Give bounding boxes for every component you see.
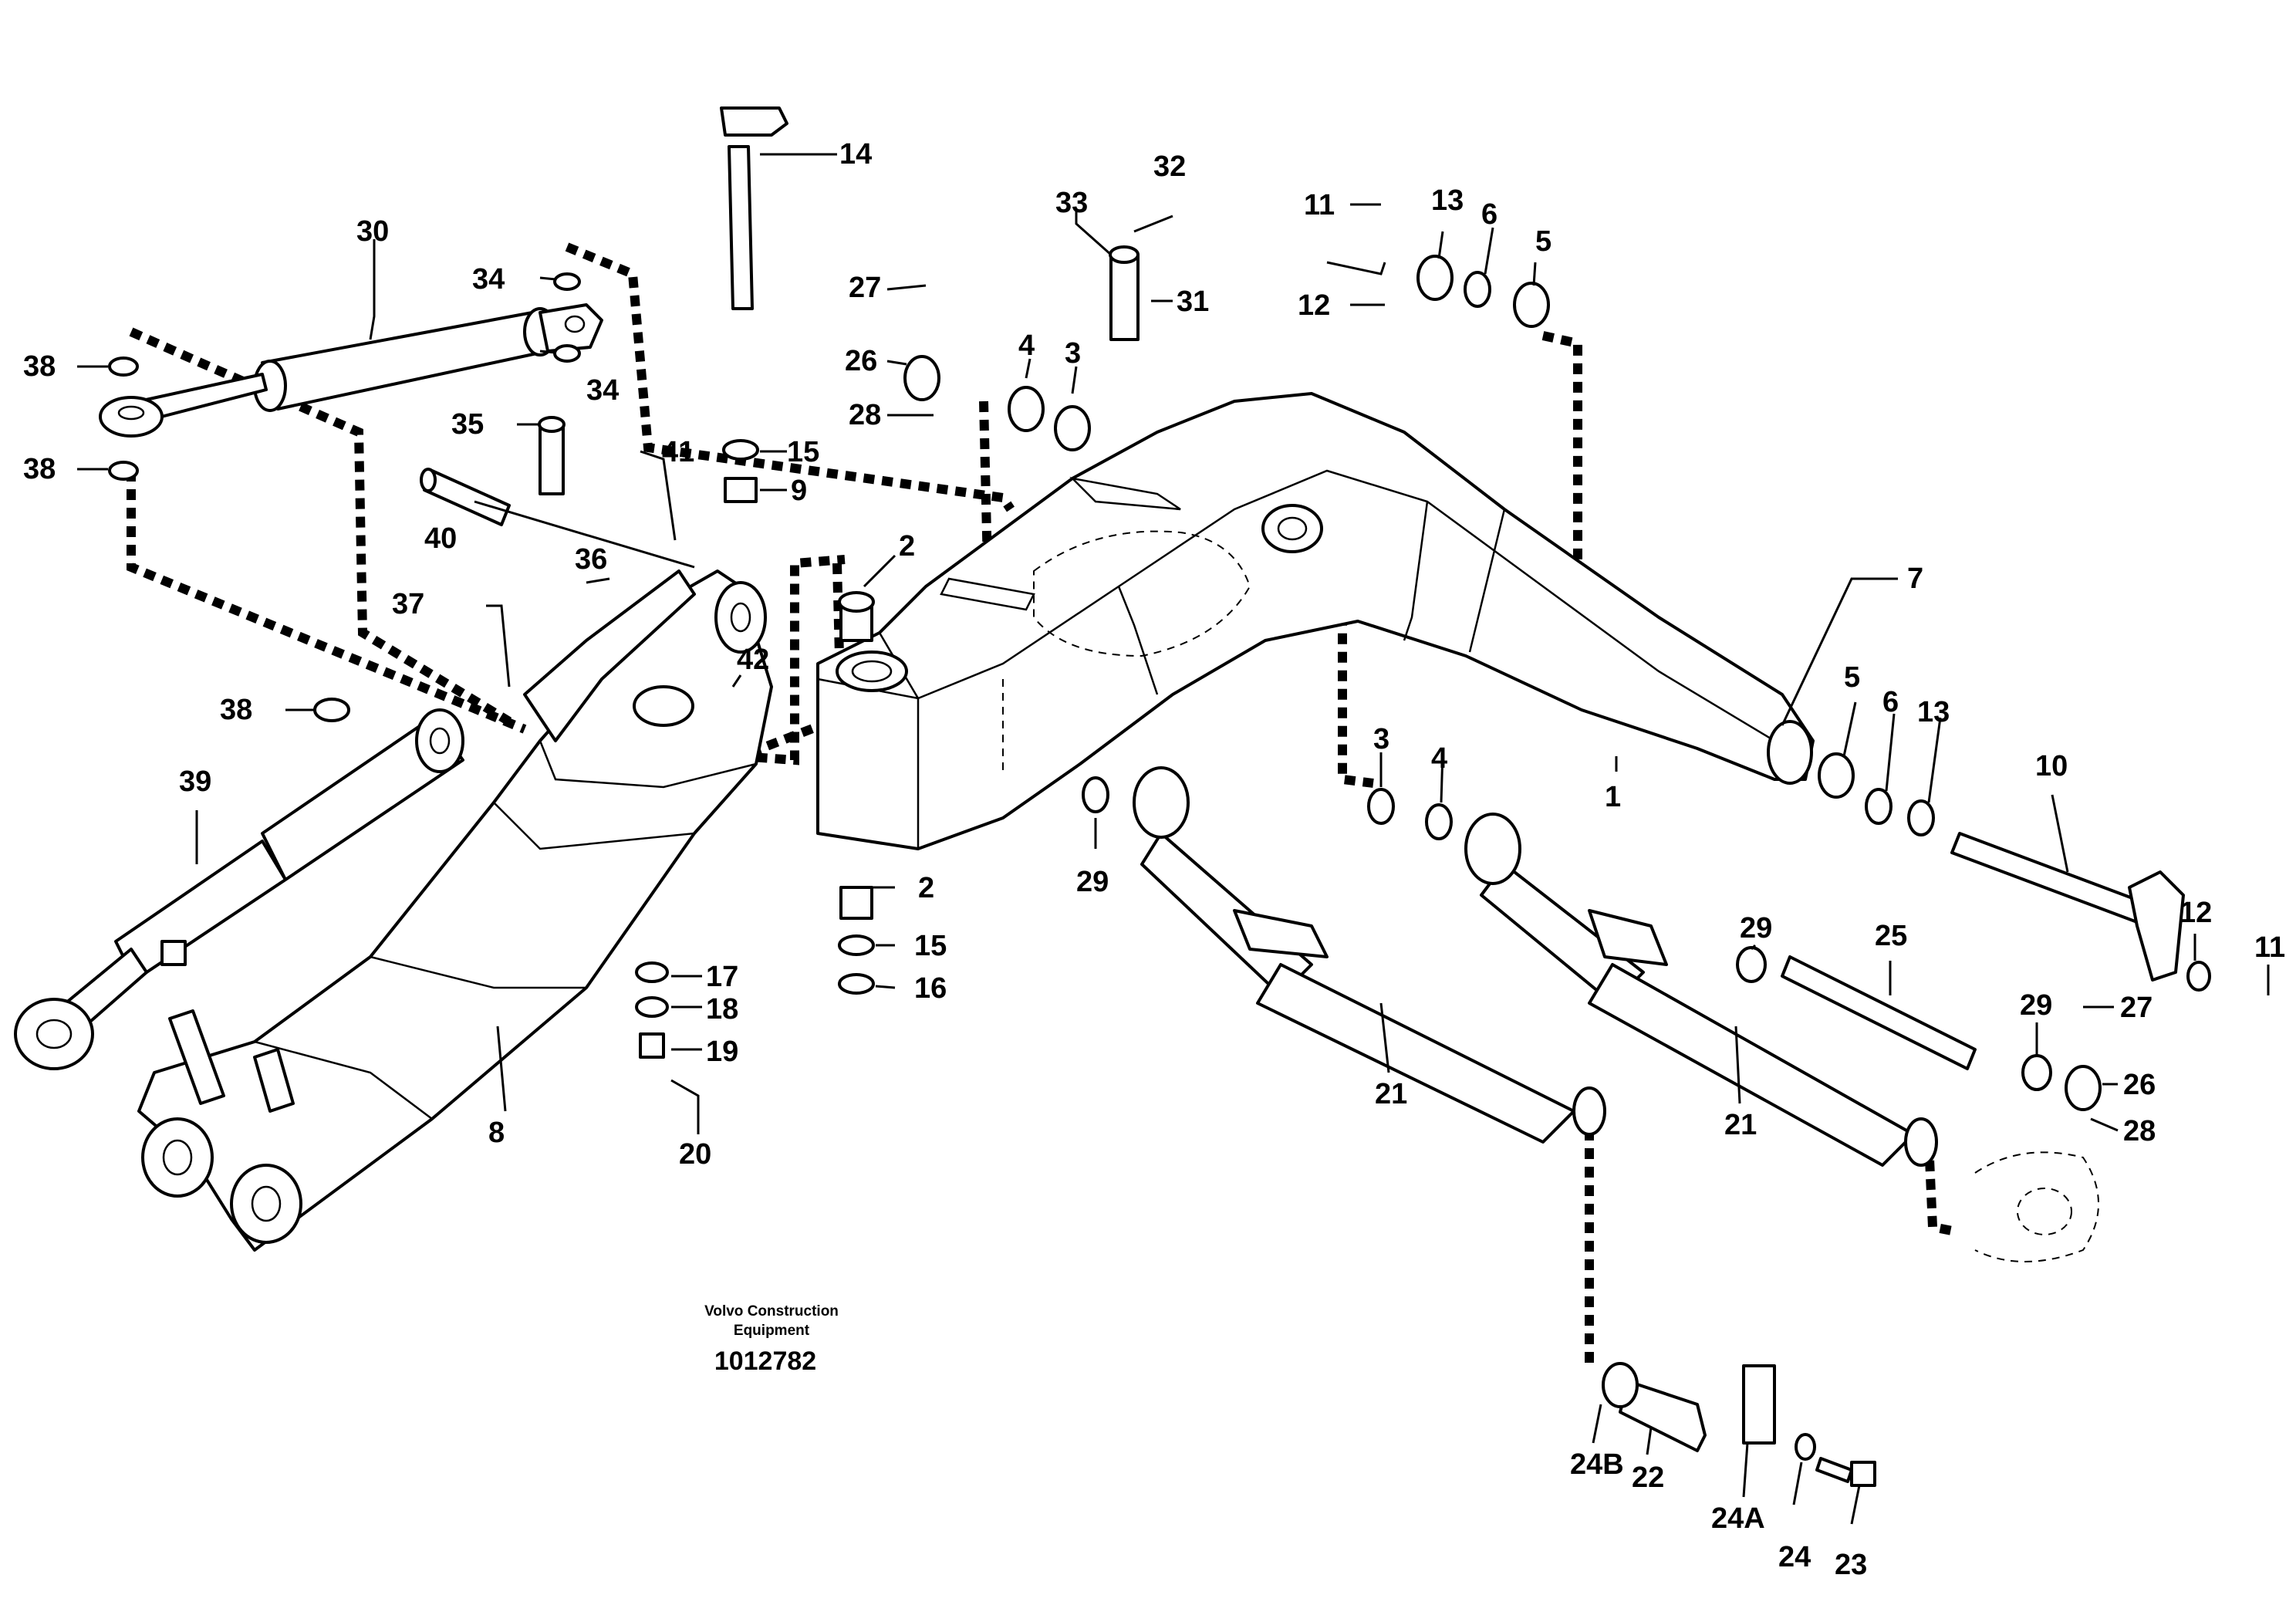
callout-8: 8 [488, 1117, 505, 1149]
callout-27: 27 [849, 272, 881, 304]
callout-35: 35 [451, 408, 484, 441]
callout-29: 29 [1076, 866, 1109, 898]
callout-12: 12 [1298, 289, 1330, 322]
callout-labels: 14 30 34 34 38 38 38 35 41 15 9 40 36 37… [23, 138, 2285, 1581]
credit-line-1: Volvo Construction [704, 1303, 839, 1320]
small-parts [108, 255, 2211, 1461]
callout-4: 4 [1431, 742, 1447, 775]
callout-12: 12 [2180, 897, 2212, 929]
hidden-bucket-outline [1974, 1151, 2099, 1262]
callout-15: 15 [914, 930, 947, 962]
callout-28: 28 [2123, 1115, 2156, 1147]
callout-40: 40 [424, 522, 457, 555]
callout-34: 34 [472, 263, 505, 296]
callout-28: 28 [849, 399, 881, 431]
callout-11: 11 [1304, 189, 1335, 221]
drawing-number: 1012782 [714, 1347, 816, 1376]
main-boom [816, 392, 1815, 850]
cylinder-21-left [1133, 766, 1606, 1144]
callout-3: 3 [1065, 337, 1081, 370]
callout-25: 25 [1875, 920, 1907, 952]
callout-23: 23 [1835, 1549, 1867, 1581]
cylinder-39 [14, 708, 464, 1070]
callout-7: 7 [1907, 563, 1923, 595]
callout-24A: 24A [1711, 1502, 1765, 1535]
callout-24B: 24B [1570, 1448, 1624, 1481]
callout-36: 36 [575, 543, 607, 576]
callout-18: 18 [706, 993, 738, 1026]
callout-21: 21 [1375, 1078, 1407, 1110]
callout-15: 15 [787, 436, 819, 468]
callout-42: 42 [737, 644, 769, 676]
cylinder-21-right [1464, 813, 1938, 1167]
callout-34: 34 [586, 374, 619, 407]
callout-1: 1 [1605, 781, 1621, 813]
callout-14: 14 [839, 138, 872, 171]
callout-39: 39 [179, 765, 211, 798]
cylinder-30 [99, 303, 603, 438]
callout-38: 38 [220, 694, 252, 726]
callout-13: 13 [1917, 696, 1950, 728]
callout-9: 9 [791, 475, 807, 507]
credit-block: Volvo Construction Equipment 1012782 [704, 1303, 839, 1376]
callout-38: 38 [23, 350, 56, 383]
callout-31: 31 [1177, 286, 1209, 318]
link-arm [137, 569, 773, 1252]
callout-6: 6 [1481, 198, 1497, 231]
credit-line-2: Equipment [734, 1323, 810, 1339]
callout-6: 6 [1882, 686, 1899, 718]
callout-29: 29 [2020, 989, 2052, 1022]
callout-38: 38 [23, 453, 56, 485]
pins [420, 106, 2185, 1487]
callout-20: 20 [679, 1138, 711, 1171]
callout-27: 27 [2120, 992, 2152, 1024]
callout-24: 24 [1778, 1541, 1811, 1573]
callout-30: 30 [356, 215, 389, 248]
callout-26: 26 [2123, 1069, 2156, 1101]
callout-17: 17 [706, 961, 738, 993]
callout-22: 22 [1632, 1461, 1664, 1494]
callout-2: 2 [899, 530, 915, 563]
callout-4: 4 [1018, 329, 1035, 362]
callout-5: 5 [1535, 225, 1551, 258]
callout-19: 19 [706, 1036, 738, 1068]
callout-5: 5 [1844, 661, 1860, 694]
callout-41: 41 [662, 436, 694, 468]
callout-3: 3 [1373, 723, 1389, 755]
callout-16: 16 [914, 972, 947, 1005]
callout-37: 37 [392, 588, 424, 620]
callout-13: 13 [1431, 184, 1464, 217]
callout-29: 29 [1740, 912, 1772, 944]
callout-11: 11 [2254, 931, 2285, 964]
callout-21: 21 [1724, 1109, 1757, 1141]
leader-lines [77, 153, 2270, 1525]
callout-32: 32 [1153, 150, 1186, 183]
callout-26: 26 [845, 345, 877, 377]
callout-10: 10 [2035, 750, 2068, 782]
callout-2: 2 [918, 872, 934, 904]
callout-33: 33 [1055, 187, 1088, 219]
